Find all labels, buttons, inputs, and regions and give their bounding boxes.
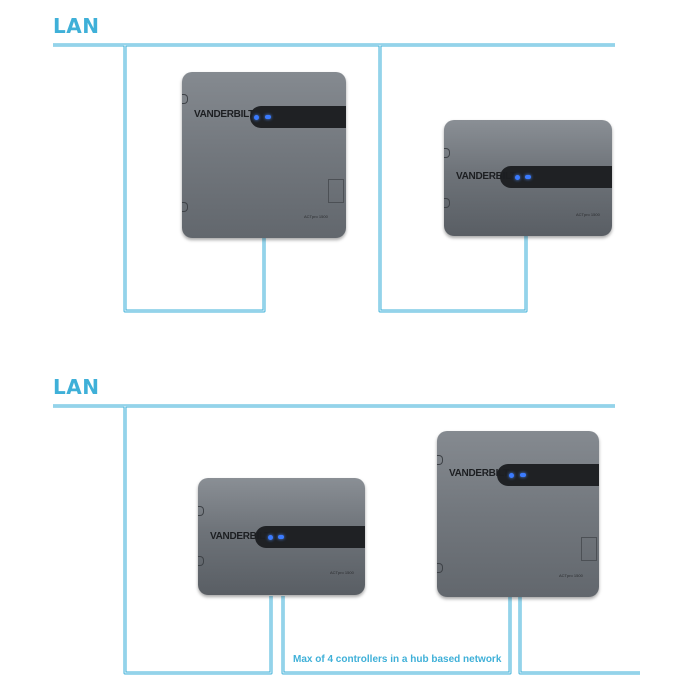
cable-port xyxy=(328,179,344,203)
controller-device: VANDERBILT ACTpro 1500 xyxy=(444,120,612,236)
mount-notch xyxy=(437,563,443,573)
mount-notch xyxy=(444,198,450,208)
hub-network-caption: Max of 4 controllers in a hub based netw… xyxy=(293,654,501,665)
brand-logo: VANDERBILT xyxy=(449,468,509,479)
mount-notch xyxy=(182,202,188,212)
power-led-icon xyxy=(509,473,514,478)
status-led-icon xyxy=(525,175,531,179)
model-label: ACTpro 1500 xyxy=(576,212,600,217)
controller-device: VANDERBILT ACTpro 1500 xyxy=(437,431,599,597)
mount-notch xyxy=(182,94,188,104)
controller-device: VANDERBILT ACTpro 1500 xyxy=(182,72,346,238)
brand-logo: VANDERBILT xyxy=(194,109,254,120)
cable-port xyxy=(581,537,597,561)
model-label: ACTpro 1500 xyxy=(559,573,583,578)
status-led-icon xyxy=(265,115,271,119)
status-led-icon xyxy=(278,535,284,539)
controller-device: VANDERBILT ACTpro 1500 xyxy=(198,478,365,595)
model-label: ACTpro 1500 xyxy=(330,570,354,575)
lan-label-bottom: LAN xyxy=(53,375,99,399)
lan-label-top: LAN xyxy=(53,14,99,38)
mount-notch xyxy=(437,455,443,465)
status-led-icon xyxy=(520,473,526,477)
model-label: ACTpro 1500 xyxy=(304,214,328,219)
mount-notch xyxy=(198,506,204,516)
brand-logo: VANDERBILT xyxy=(210,531,270,542)
power-led-icon xyxy=(268,535,273,540)
power-led-icon xyxy=(515,175,520,180)
mount-notch xyxy=(198,556,204,566)
brand-logo: VANDERBILT xyxy=(456,171,516,182)
mount-notch xyxy=(444,148,450,158)
power-led-icon xyxy=(254,115,259,120)
cable-bottom-device-2-out xyxy=(520,597,640,673)
